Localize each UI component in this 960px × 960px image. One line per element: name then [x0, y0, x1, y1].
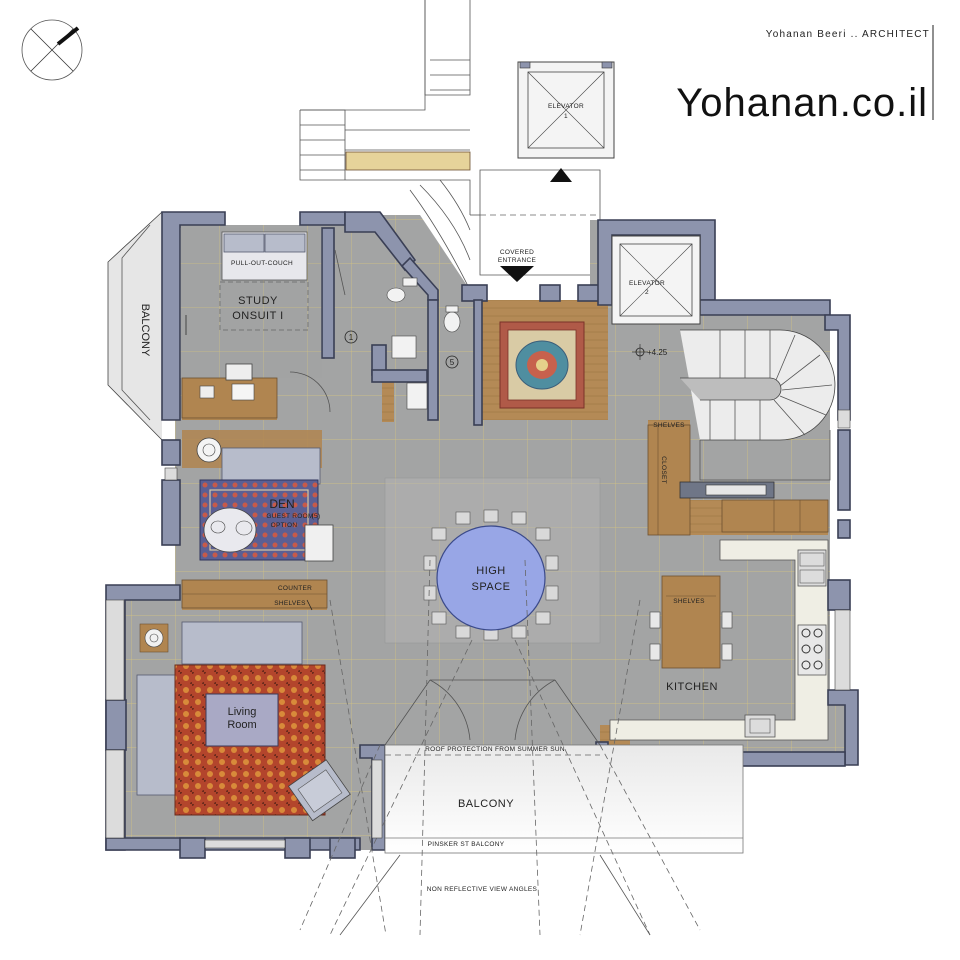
study-label-line-2: ONSUIT I	[232, 310, 283, 322]
bottom-balcony: ROOF PROTECTION FROM SUMMER SUN BALCONY …	[384, 679, 744, 854]
high-space-label-1: HIGH	[476, 565, 506, 577]
covered-entrance: COVERED ENTRANCE	[498, 249, 537, 282]
stove-icon	[797, 624, 827, 676]
triangle-down-icon	[500, 266, 534, 282]
level-crosshair-icon	[632, 344, 648, 360]
den-sub-label-3: (5)	[312, 513, 321, 520]
balcony-main-label: BALCONY	[458, 798, 514, 810]
view-angle-lines	[299, 559, 701, 936]
high-space: HIGH SPACE	[384, 477, 601, 644]
elevator-2: ELEVATOR 2	[611, 235, 701, 325]
ottoman	[203, 507, 257, 553]
covered-entrance-line-2: ENTRANCE	[498, 257, 537, 264]
logo: Yohanan.co.il	[676, 81, 928, 125]
elevator-1: ELEVATOR 1	[517, 61, 615, 159]
windows	[105, 409, 851, 849]
pull-out-couch-label: PULL-OUT-COUCH	[231, 260, 293, 267]
pinsker-label: PINSKER ST BALCONY	[428, 841, 505, 848]
kitchen-counter	[609, 539, 829, 741]
living-label-2: Room	[227, 719, 256, 731]
bath-1-number: 1	[349, 333, 354, 342]
level-label: +4.25	[647, 348, 668, 357]
non-reflective-label: NON REFLECTIVE VIEW ANGLES	[427, 886, 538, 893]
den-sofa	[221, 447, 321, 485]
living-sofa-top	[181, 621, 303, 665]
shelves-den-label: SHELVES	[274, 600, 306, 607]
study-label-line-1: STUDY	[238, 295, 278, 307]
living-label-1: Living	[228, 706, 257, 718]
bath-5: 5	[406, 305, 461, 410]
shelves-kitchen-label: SHELVES	[673, 598, 705, 605]
elevator-1-number: 1	[564, 113, 568, 120]
closet: SHELVES CLOSET	[647, 422, 829, 536]
high-space-label-2: SPACE	[472, 581, 511, 593]
entrance-rug	[499, 321, 585, 409]
spiral-stair	[680, 329, 836, 481]
elevator-2-number: 2	[645, 289, 649, 296]
roof-protection-label: ROOF PROTECTION FROM SUMMER SUN	[425, 746, 565, 753]
sink-icon	[391, 335, 417, 359]
living-sofa-left	[136, 674, 176, 796]
elevator-1-label: ELEVATOR	[548, 103, 584, 110]
kitchen-island: SHELVES	[649, 575, 733, 669]
architect-line: Yohanan Beeri .. ARCHITECT	[766, 29, 930, 40]
den-label: DEN	[269, 497, 294, 511]
den-sub-label: GUEST ROOM	[266, 513, 313, 520]
shelves-closet-label: SHELVES	[653, 422, 685, 429]
triangle-up-icon	[550, 168, 572, 182]
living-room: Living Room	[136, 621, 351, 822]
den-sub-label-2: OPTION	[271, 522, 298, 529]
balcony-side-label: BALCONY	[139, 304, 151, 357]
toilet-icon	[443, 305, 461, 333]
study-room: PULL-OUT-COUCH STUDY ONSUIT I	[180, 228, 322, 419]
bath-5-number: 5	[450, 358, 455, 367]
sink-icon	[744, 714, 776, 738]
elevator-2-label: ELEVATOR	[629, 280, 665, 287]
north-arrow	[21, 19, 83, 81]
kitchen-label: KITCHEN	[666, 681, 718, 693]
bath-1: 1	[289, 249, 418, 413]
den-room: DEN GUEST ROOM OPTION (5) COUNTER SHELVE…	[181, 430, 334, 611]
desk	[181, 363, 278, 419]
sink-icon	[406, 382, 428, 410]
left-balcony: BALCONY	[107, 211, 163, 441]
closet-label: CLOSET	[660, 456, 667, 484]
toilet-icon	[386, 277, 418, 303]
dining-table	[436, 525, 546, 631]
counter-label: COUNTER	[278, 585, 312, 592]
armchair	[287, 759, 351, 822]
covered-entrance-line-1: COVERED	[500, 249, 534, 256]
